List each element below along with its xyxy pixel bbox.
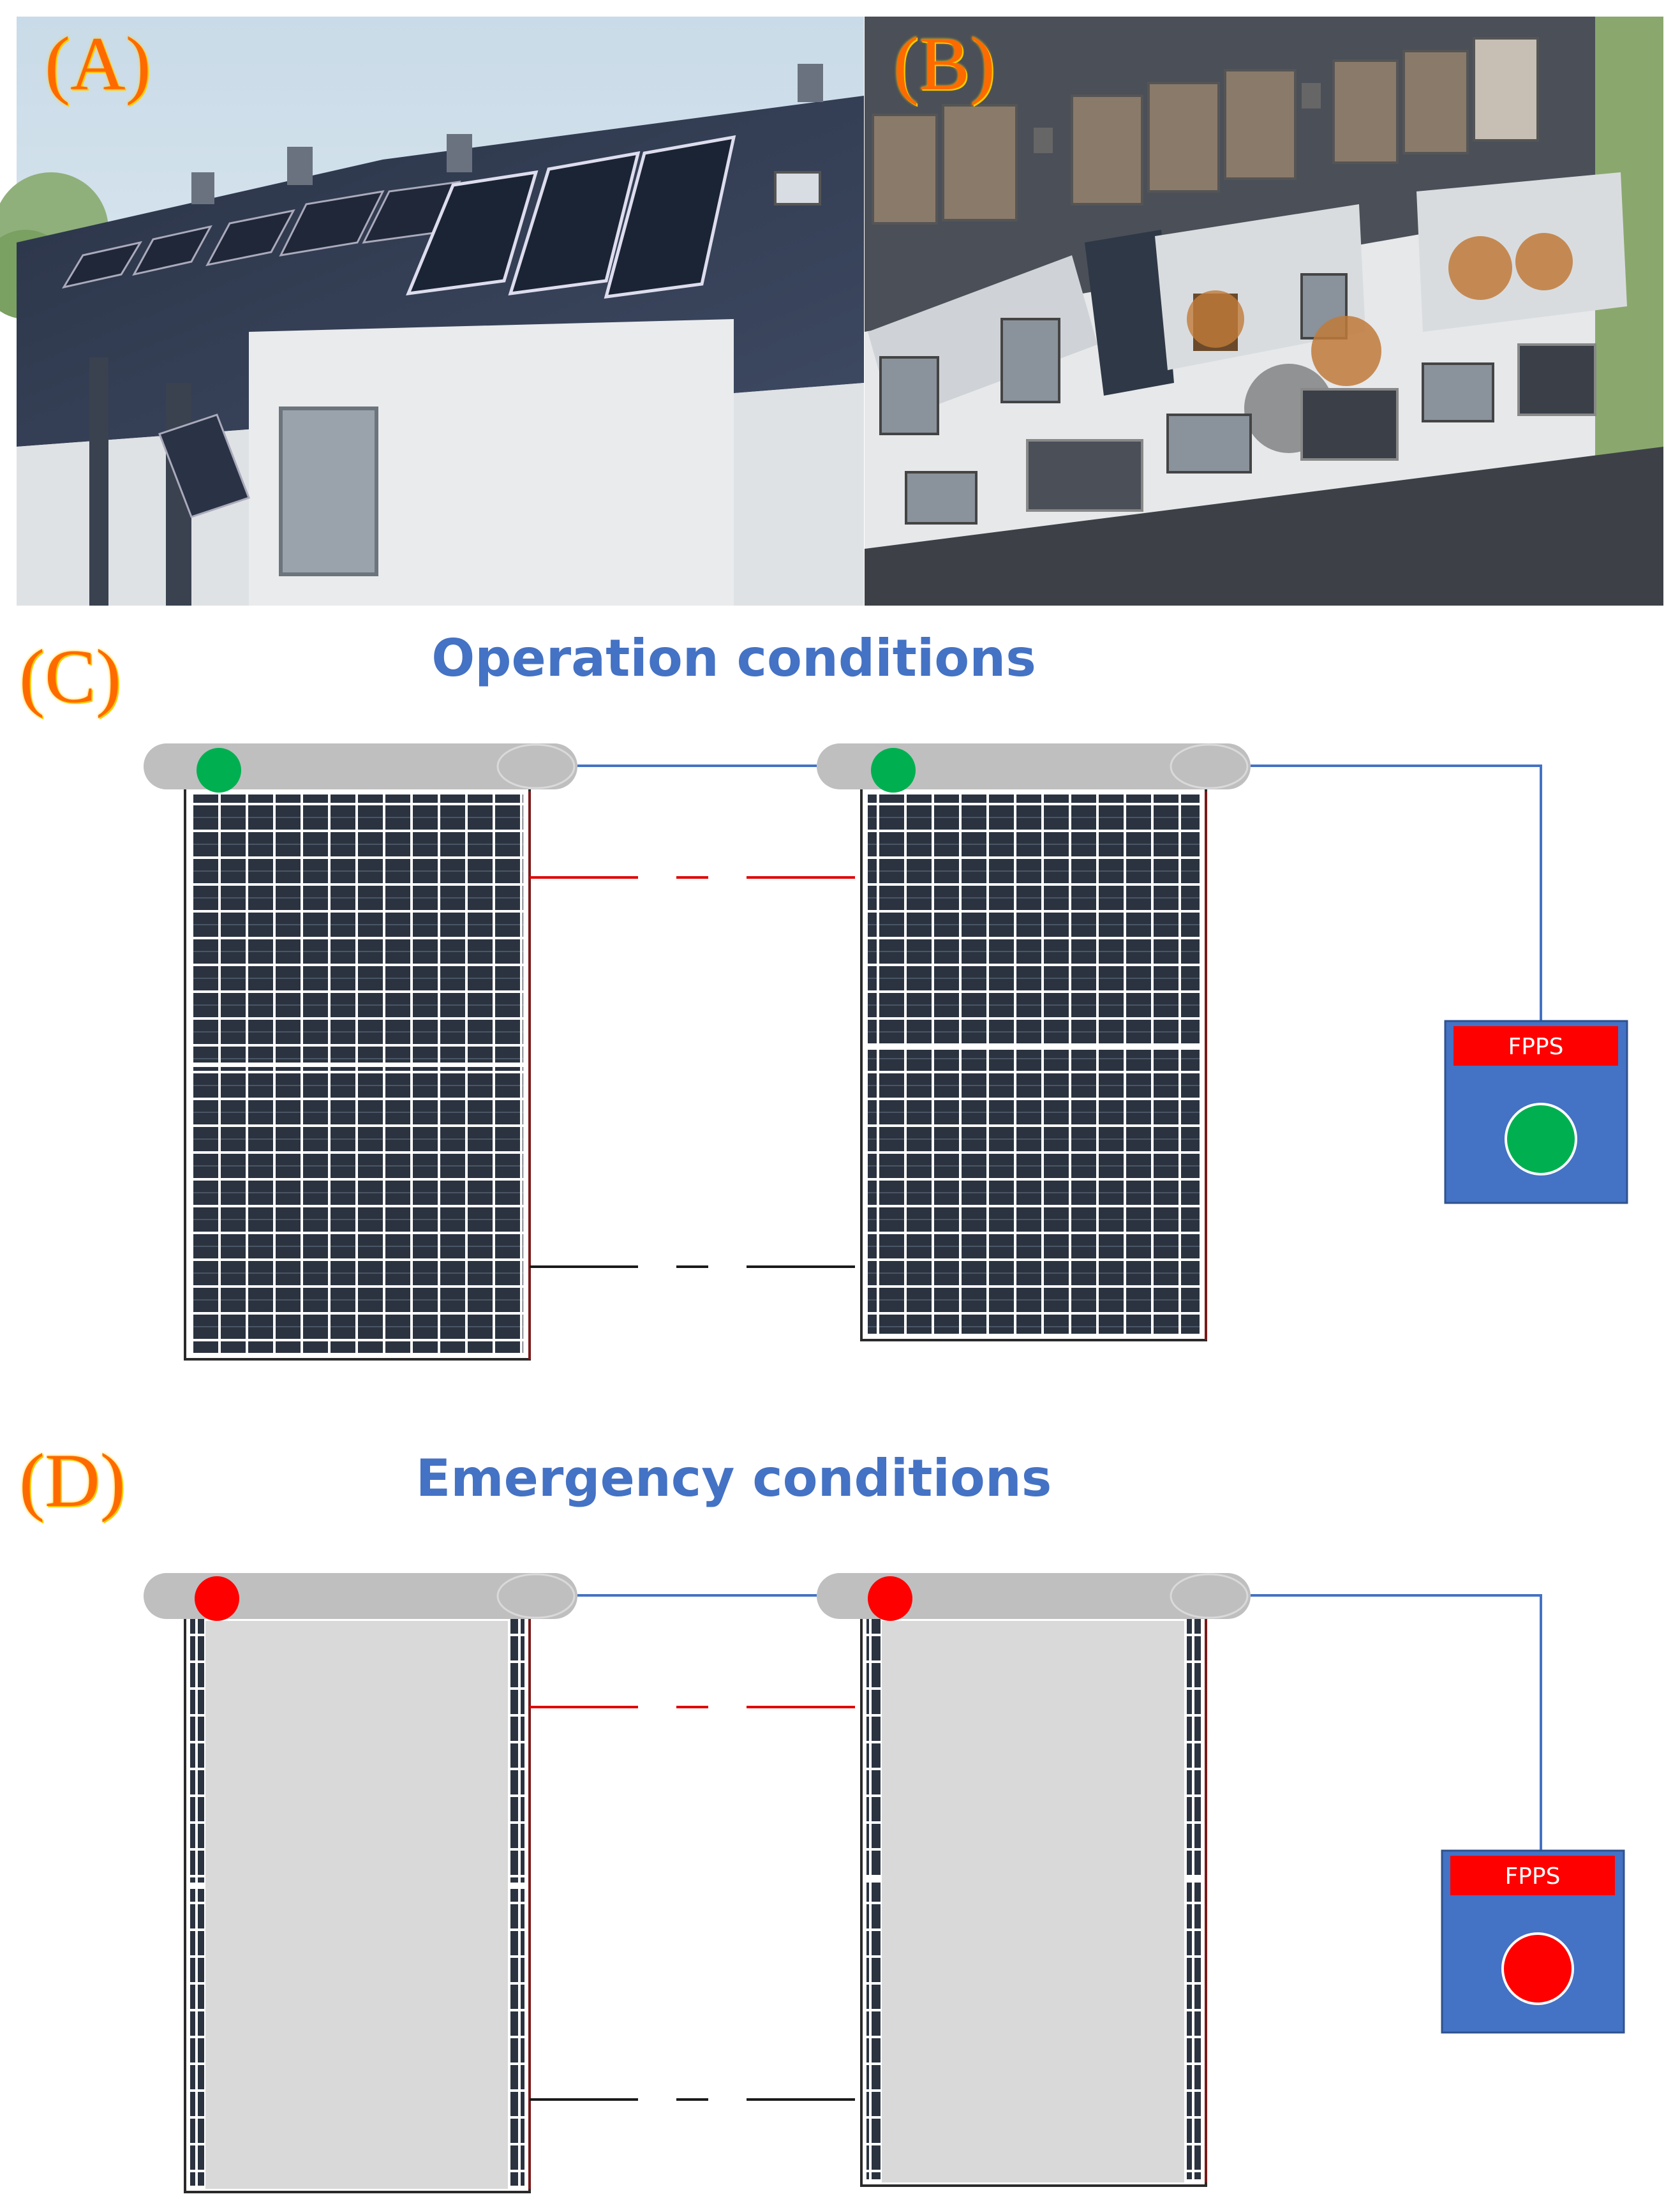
fpps-label-c: FPPS bbox=[1508, 1034, 1564, 1060]
signal-line-d-fpps bbox=[1251, 1594, 1542, 1851]
fire-cover-right bbox=[882, 1621, 1184, 2182]
pv-module-left bbox=[184, 787, 531, 1361]
fpps-status-c bbox=[1505, 1103, 1577, 1175]
alarm-indicator-right bbox=[868, 1576, 912, 1621]
fpps-label-d: FPPS bbox=[1505, 1863, 1561, 1890]
signal-line-c-fpps bbox=[1251, 765, 1542, 1021]
emergency-title: Emergency conditions bbox=[415, 1449, 1052, 1508]
emergency-diagram: FPPS bbox=[144, 1573, 1625, 2193]
cover-rail-left bbox=[144, 743, 577, 789]
fpps-header-d bbox=[1450, 1856, 1615, 1895]
cover-rail-right bbox=[817, 743, 1251, 789]
panel-label-d: (D) bbox=[19, 1438, 126, 1523]
pv-module-left-covered bbox=[184, 1607, 531, 2193]
fire-cover-left bbox=[205, 1621, 508, 2189]
pv-module-right-covered bbox=[860, 1607, 1207, 2187]
status-indicator-right bbox=[871, 748, 916, 793]
pv-module-right bbox=[860, 787, 1207, 1341]
panel-label-c: (C) bbox=[19, 634, 121, 719]
panel-label-a: (A) bbox=[45, 21, 151, 106]
status-indicator-left bbox=[197, 748, 241, 793]
operation-diagram: FPPS bbox=[144, 743, 1628, 1361]
panel-label-b: (B) bbox=[893, 21, 995, 106]
operation-title: Operation conditions bbox=[431, 629, 1036, 688]
alarm-indicator-left bbox=[195, 1576, 239, 1621]
cover-rail-right-d bbox=[817, 1573, 1251, 1619]
cover-rail-left-d bbox=[144, 1573, 577, 1619]
fpps-status-d bbox=[1501, 1932, 1574, 2005]
fpps-header-c bbox=[1453, 1026, 1618, 1066]
